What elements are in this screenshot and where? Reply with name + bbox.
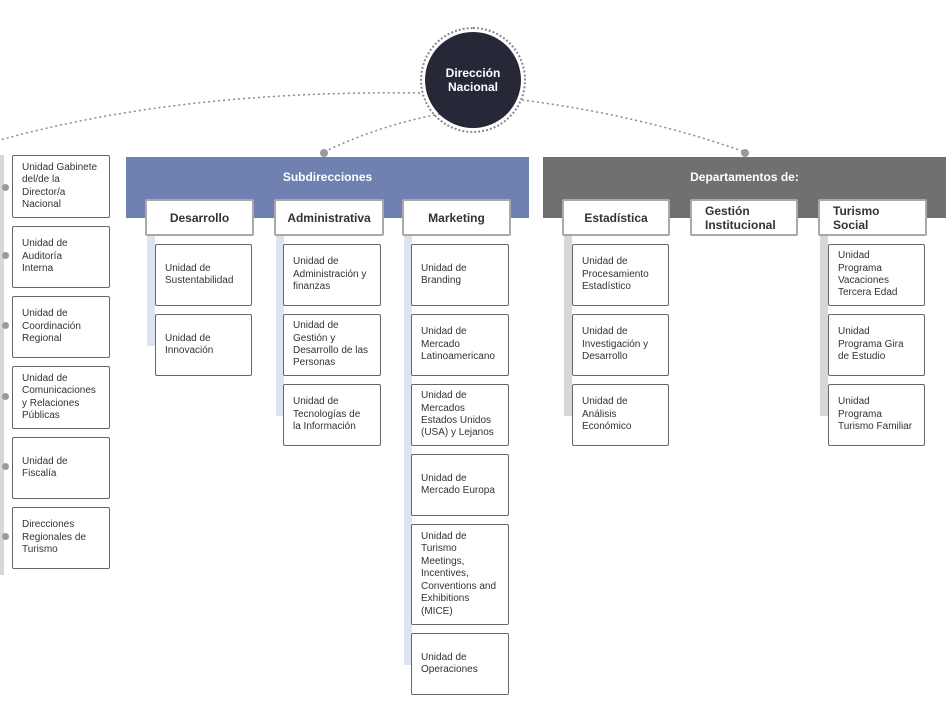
unit-analisis-economico[interactable]: Unidad de Análisis Económico (572, 384, 669, 446)
left-connector-dot (2, 252, 9, 259)
unit-innovacion[interactable]: Unidad de Innovación (155, 314, 252, 376)
left-unit-auditoria[interactable]: Unidad de Auditoría Interna (12, 226, 110, 288)
unit-administracion-finanzas[interactable]: Unidad de Administración y finanzas (283, 244, 381, 306)
left-unit-comunicaciones[interactable]: Unidad de Comunicaciones y Relaciones Pú… (12, 366, 110, 429)
unit-programa-turismo-familiar[interactable]: Unidad Programa Turismo Familiar (828, 384, 925, 446)
unit-procesamiento-estadistico[interactable]: Unidad de Procesamiento Estadístico (572, 244, 669, 306)
turismo-social-bar (820, 230, 828, 416)
left-connector-dot (2, 463, 9, 470)
administrativa-bar (276, 230, 284, 416)
connector-root-subdirecciones (323, 113, 441, 153)
unit-mercado-latinoamericano[interactable]: Unidad de Mercado Latinoamericano (411, 314, 509, 376)
root-title: Dirección Nacional (425, 32, 521, 128)
root-node: Dirección Nacional (420, 27, 526, 133)
desarrollo-bar (147, 230, 155, 346)
unit-sustentabilidad[interactable]: Unidad de Sustentabilidad (155, 244, 252, 306)
unit-programa-gira-estudio[interactable]: Unidad Programa Gira de Estudio (828, 314, 925, 376)
group-header-estadistica[interactable]: Estadística (562, 199, 670, 236)
group-header-marketing[interactable]: Marketing (402, 199, 511, 236)
left-unit-coordinacion[interactable]: Unidad de Coordinación Regional (12, 296, 110, 358)
left-connector-dot (2, 393, 9, 400)
marketing-bar (404, 230, 412, 665)
connector-dot-subdirecciones (320, 149, 328, 157)
unit-turismo-mice[interactable]: Unidad de Turismo Meetings, Incentives, … (411, 524, 509, 625)
left-connector-dot (2, 533, 9, 540)
departamentos-title: Departamentos de: (690, 170, 799, 184)
left-unit-gabinete[interactable]: Unidad Gabinete del/de la Director/a Nac… (12, 155, 110, 218)
unit-tecnologias-informacion[interactable]: Unidad de Tecnologías de la Información (283, 384, 381, 446)
group-header-turismo-social[interactable]: Turismo Social (818, 199, 927, 236)
unit-gestion-personas[interactable]: Unidad de Gestión y Desarrollo de las Pe… (283, 314, 381, 376)
left-connector-dot (2, 322, 9, 329)
left-column-bar (0, 155, 4, 575)
left-connector-dot (2, 184, 9, 191)
unit-investigacion-desarrollo[interactable]: Unidad de Investigación y Desarrollo (572, 314, 669, 376)
unit-mercado-europa[interactable]: Unidad de Mercado Europa (411, 454, 509, 516)
subdirecciones-title: Subdirecciones (282, 170, 373, 184)
left-unit-direcciones-regionales[interactable]: Direcciones Regionales de Turismo (12, 507, 110, 569)
estadistica-bar (564, 230, 572, 416)
unit-branding[interactable]: Unidad de Branding (411, 244, 509, 306)
connector-dot-departamentos (741, 149, 749, 157)
unit-programa-tercera-edad[interactable]: Unidad Programa Vacaciones Tercera Edad (828, 244, 925, 306)
group-header-desarrollo[interactable]: Desarrollo (145, 199, 254, 236)
unit-operaciones[interactable]: Unidad de Operaciones (411, 633, 509, 695)
group-header-administrativa[interactable]: Administrativa (274, 199, 384, 236)
connector-root-left (0, 92, 421, 141)
left-unit-fiscalia[interactable]: Unidad de Fiscalía (12, 437, 110, 499)
connector-root-departamentos (521, 99, 746, 153)
group-header-gestion-institucional[interactable]: Gestión Institucional (690, 199, 798, 236)
unit-mercados-usa-lejanos[interactable]: Unidad de Mercados Estados Unidos (USA) … (411, 384, 509, 446)
